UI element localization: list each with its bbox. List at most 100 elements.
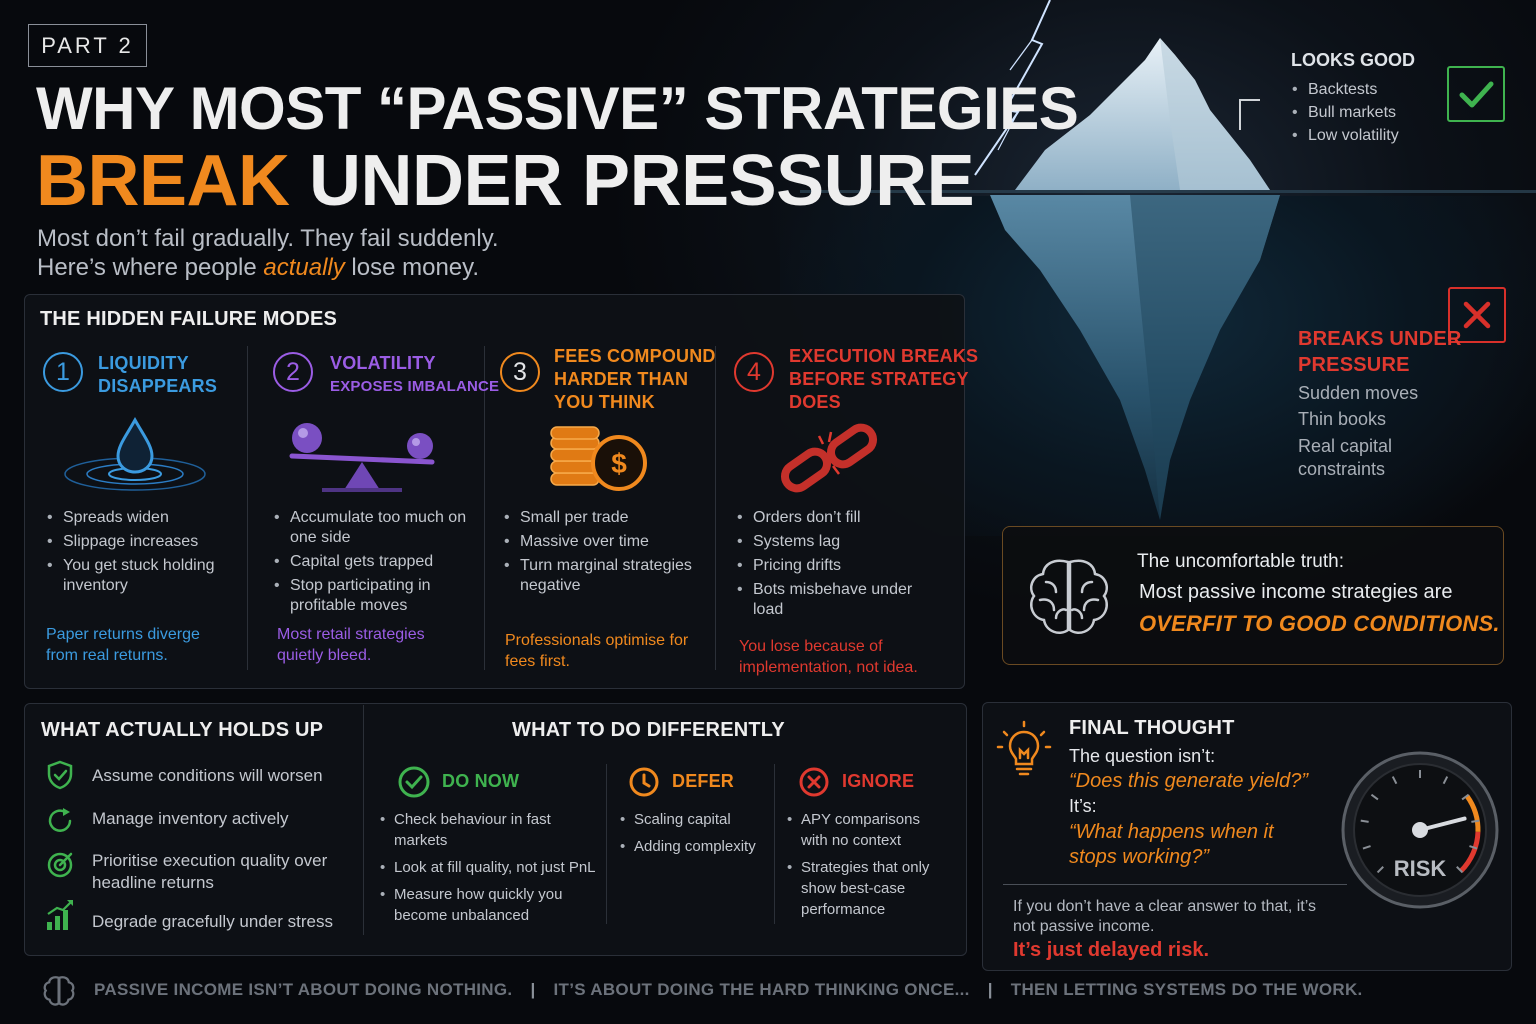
list-item: APY comparisons with no context [787,809,947,851]
truth-panel [1002,526,1504,665]
gauge-tick [1376,866,1384,874]
title-rest: UNDER PRESSURE [309,141,975,221]
heading-line: VOLATILITY [330,353,436,373]
step-number-4: 4 [734,352,774,392]
title-highlight: BREAK [36,141,290,221]
step-number-1: 1 [43,352,83,392]
heading-line: FEES COMPOUND [554,346,716,366]
heading-line: EXECUTION BREAKS [789,346,979,366]
failure-mode-note: Paper returns diverge from real returns. [46,626,200,664]
list-item: Backtests [1290,80,1399,100]
do-now-label: DO NOW [442,771,520,791]
brain-icon [1030,559,1108,634]
holds-up-item: Degrade gracefully under stress [92,912,333,931]
truth-line-1: The uncomfortable truth: [1137,551,1344,572]
looks-good-title: LOOKS GOOD [1291,50,1416,70]
gauge-tick [1362,845,1371,850]
risk-gauge-icon: RISK [1341,751,1499,909]
part-badge: PART 2 [28,24,147,67]
footer-separator: | [987,980,993,999]
holds-up-item: Prioritise execution quality over headli… [92,851,328,892]
failure-modes-panel [24,294,965,689]
failure-mode-heading: LIQUIDITY DISAPPEARS [98,352,217,398]
list-item: Scaling capital [620,809,770,830]
footer-separator: | [530,980,536,999]
truth-line-3: OVERFIT TO GOOD CONDITIONS. [1139,611,1500,636]
subtitle-pre: Here’s where people [37,254,264,281]
x-mark-icon [1448,287,1506,343]
list-item: Adding complexity [620,836,770,857]
subtitle-line-2: Here’s where people actually lose money. [37,254,479,282]
truth-line-2: Most passive income strategies are [1139,581,1453,603]
list-item: Small per trade [502,508,702,528]
breaks-under-pressure-title: BREAKS UNDER PRESSURE [1298,326,1462,378]
gauge-tick [1461,793,1470,801]
failure-mode-note: You lose because of implementation, not … [739,638,918,676]
failure-mode-note: Professionals optimise for fees first. [505,632,689,670]
target-icon [47,852,73,878]
list-item: You get stuck holding inventory [45,556,235,596]
column-divider [247,346,248,670]
list-item: Systems lag [735,532,945,552]
heading-line: YOU THINK [554,392,655,412]
failure-modes-title: THE HIDDEN FAILURE MODES [40,308,338,330]
gauge-danger-arc [1459,831,1481,873]
list-item: Measure how quickly you become unbalance… [380,884,602,926]
failure-mode-bullets: Accumulate too much on one side Capital … [272,508,472,620]
gauge-tick [1456,866,1464,874]
final-question-new: “What happens when it stops working?” [1069,821,1274,868]
breaks-item: Real capital [1298,436,1393,456]
failure-mode-heading: EXECUTION BREAKS BEFORE STRATEGY DOES [789,345,978,414]
heading-line: HARDER THAN [554,369,689,389]
list-item: Spreads widen [45,508,235,528]
list-item: Strategies that only show best-case perf… [787,857,947,920]
final-conclusion: It’s just delayed risk. [1013,939,1210,961]
do-differently-title: WHAT TO DO DIFFERENTLY [512,719,785,741]
check-icon [1447,66,1505,122]
list-item: Check behaviour in fast markets [380,809,602,851]
heading-line: DISAPPEARS [98,376,218,396]
list-item: Stop participating in profitable moves [272,576,472,616]
breaks-item: Thin books [1298,409,1387,429]
subtitle-post: lose money. [344,254,480,281]
breaks-title-line-2: PRESSURE [1298,354,1410,376]
gauge-tick [1360,819,1369,823]
ignore-x-icon [799,767,829,797]
column-divider [774,764,775,924]
final-question-intro: The question isn’t: [1069,746,1216,766]
gauge-label: RISK [1394,856,1447,881]
gauge-tick [1471,819,1480,823]
breaks-title-line-1: BREAKS UNDER [1298,328,1462,350]
lightbulb-icon [996,720,1052,776]
failure-mode-heading: FEES COMPOUND HARDER THAN YOU THINK [554,345,716,414]
seesaw-icon [289,423,435,492]
ignore-label: IGNORE [842,771,915,791]
footer-part-3: THEN LETTING SYSTEMS DO THE WORK. [1010,980,1363,999]
list-item: Look at fill quality, not just PnL [380,857,602,878]
holds-up-title: WHAT ACTUALLY HOLDS UP [41,719,324,741]
defer-label: DEFER [672,771,735,791]
heading-line: LIQUIDITY [98,353,189,373]
subtitle-emphasis: actually [263,254,345,281]
refresh-icon [48,808,72,832]
footer-part-1: PASSIVE INCOME ISN’T ABOUT DOING NOTHING… [94,980,513,999]
heading-line: DOES [789,392,841,412]
final-question-old: “Does this generate yield?” [1069,770,1309,792]
gauge-ticks [1360,770,1480,874]
holds-up-item: Manage inventory actively [92,809,289,828]
column-divider [484,346,485,670]
coins-icon: $ [550,426,647,491]
page-title-line-1: WHY MOST “PASSIVE” STRATEGIES [36,75,1079,142]
heading-line: BEFORE STRATEGY [789,369,969,389]
breaks-item: Sudden moves [1298,383,1419,403]
failure-mode-heading: VOLATILITY EXPOSES IMBALANCE [330,352,499,398]
defer-list: Scaling capital Adding complexity [620,809,770,863]
list-item: Low volatility [1290,126,1399,146]
looks-good-list: Backtests Bull markets Low volatility [1290,80,1399,149]
divider [1003,884,1347,885]
list-item: Orders don’t fill [735,508,945,528]
final-question-its: It’s: [1069,796,1097,816]
failure-mode-bullets: Spreads widen Slippage increases You get… [45,508,235,600]
list-item: Pricing drifts [735,556,945,576]
column-divider [606,764,607,924]
